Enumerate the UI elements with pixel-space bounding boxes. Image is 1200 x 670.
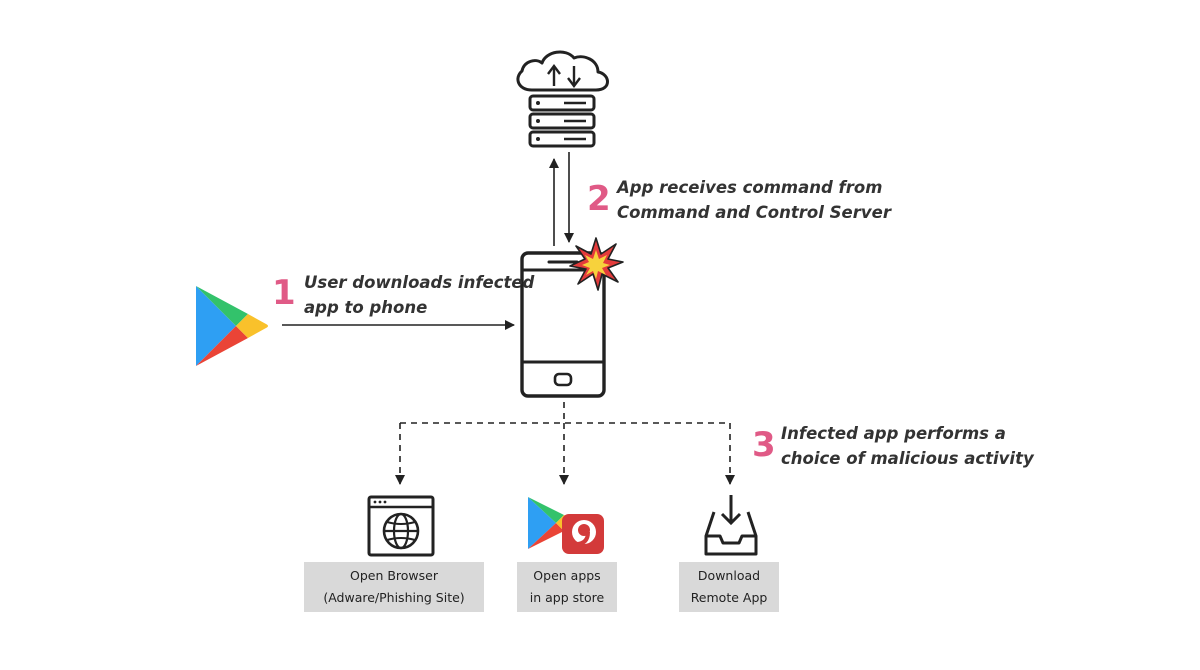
outcome-appstore-line-2: in app store bbox=[529, 590, 605, 605]
outcome-appstore-line-1: Open apps bbox=[533, 568, 601, 583]
step-2-line-2: Command and Control Server bbox=[617, 203, 891, 222]
step-1-text: User downloads infected app to phone bbox=[304, 270, 534, 320]
google-play-icon bbox=[196, 286, 268, 366]
infection-burst-icon bbox=[569, 237, 624, 291]
step-3-text: Infected app performs a choice of malici… bbox=[781, 421, 1034, 471]
step-2-text: App receives command from Command and Co… bbox=[617, 175, 891, 225]
download-tray-icon bbox=[704, 495, 758, 556]
step-1-line-2: app to phone bbox=[304, 298, 428, 317]
browser-globe-icon bbox=[367, 495, 435, 557]
step-2-line-1: App receives command from bbox=[617, 178, 883, 197]
outcome-browser-line-2: (Adware/Phishing Site) bbox=[323, 590, 465, 605]
step-1-line-1: User downloads infected bbox=[304, 273, 535, 292]
outcome-download-line-2: Remote App bbox=[690, 590, 768, 605]
step-1-number: 1 bbox=[272, 273, 296, 313]
outcome-download-label: Download Remote App bbox=[679, 562, 779, 612]
step-3-number: 3 bbox=[752, 425, 776, 465]
step-3-line-1: Infected app performs a bbox=[781, 424, 1006, 443]
outcome-browser-label: Open Browser (Adware/Phishing Site) bbox=[304, 562, 484, 612]
outcome-browser-line-1: Open Browser bbox=[349, 568, 438, 583]
cloud-server-icon bbox=[516, 50, 609, 148]
outcome-download-line-1: Download bbox=[697, 568, 761, 583]
outcome-appstore-label: Open apps in app store bbox=[517, 562, 617, 612]
step-2-number: 2 bbox=[587, 179, 611, 219]
activity-branches bbox=[395, 402, 735, 485]
app-store-icon bbox=[528, 497, 604, 554]
step-3-line-2: choice of malicious activity bbox=[781, 449, 1034, 468]
smartphone-icon bbox=[520, 251, 606, 398]
